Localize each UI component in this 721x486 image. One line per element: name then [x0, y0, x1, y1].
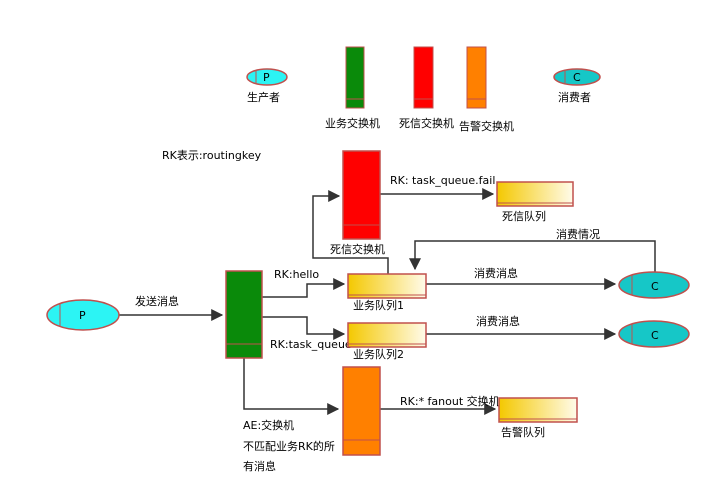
alert-queue-node: 告警队列 [498, 397, 578, 439]
business-queue-2-label: 业务队列2 [353, 347, 404, 361]
edge-rk-task-queue-label: RK:task_queue [270, 338, 352, 351]
legend-business-exchange: 业务交换机 [325, 46, 380, 130]
legend-alert-exchange-shape [466, 46, 487, 109]
consumer-1-shape [618, 271, 690, 299]
consumer-1-symbol: C [651, 280, 659, 293]
legend-alert-exchange-label: 告警交换机 [459, 119, 514, 133]
alert-queue-label: 告警队列 [501, 425, 545, 439]
legend-consumer-label: 消费者 [558, 90, 591, 104]
edge-send-label: 发送消息 [135, 294, 179, 308]
alert-queue-shape [498, 397, 578, 423]
legend-alert-exchange: 告警交换机 [459, 46, 514, 133]
edge-consume-status-label: 消费情况 [556, 227, 600, 241]
consumer-2-node: C [618, 320, 690, 348]
legend-producer-symbol: P [263, 71, 270, 84]
legend-dead-letter-exchange-label: 死信交换机 [399, 116, 454, 130]
alert-exchange-shape [342, 366, 381, 456]
business-queue-2-node: 业务队列2 [347, 322, 427, 361]
edge-alternate-exchange [243, 358, 340, 415]
legend: P 生产者 业务交换机 死信交换机 告警交换机 C 消费者 [246, 46, 601, 133]
dead-letter-exchange-shape [342, 150, 381, 240]
consumer-1-node: C [618, 271, 690, 299]
legend-consumer-symbol: C [573, 71, 581, 84]
producer-symbol: P [79, 309, 86, 322]
business-exchange-node [225, 270, 263, 359]
edge-labels: 发送消息 RK:hello RK:task_queue RK: task_que… [135, 174, 600, 473]
business-queue-1-shape [347, 273, 427, 299]
legend-producer-label: 生产者 [247, 90, 280, 104]
business-queue-2-shape [347, 322, 427, 348]
legend-business-exchange-shape [345, 46, 365, 109]
business-queue-1-node: 业务队列1 [347, 273, 427, 312]
edge-rk-task-queue [262, 316, 346, 340]
edge-rk-task-queue-fail-label: RK: task_queue.fail [390, 174, 495, 187]
legend-producer: P 生产者 [246, 68, 288, 104]
dead-letter-queue-shape [496, 181, 574, 207]
edge-ae-line1: AE:交换机 [243, 418, 294, 432]
edge-ae-line3: 有消息 [243, 459, 276, 473]
consumer-2-symbol: C [651, 329, 659, 342]
dead-letter-queue-node: 死信队列 [496, 181, 574, 223]
legend-business-exchange-label: 业务交换机 [325, 116, 380, 130]
business-exchange-shape [225, 270, 263, 359]
alert-exchange-node [342, 366, 381, 456]
legend-producer-shape [246, 68, 288, 86]
dead-letter-queue-label: 死信队列 [502, 209, 546, 223]
producer-node: P [46, 299, 120, 331]
legend-dead-letter-exchange: 死信交换机 [399, 46, 454, 130]
consumer-2-shape [618, 320, 690, 348]
business-queue-1-label: 业务队列1 [353, 298, 404, 312]
edge-ae-line2: 不匹配业务RK的所 [243, 439, 335, 453]
dead-letter-exchange-node: 死信交换机 [330, 150, 385, 256]
dead-letter-exchange-label: 死信交换机 [330, 242, 385, 256]
edge-rk-hello-label: RK:hello [274, 268, 319, 281]
producer-shape [46, 299, 120, 331]
edge-consume-status [409, 240, 656, 272]
edge-rk-fanout-label: RK:* fanout 交换机 [400, 394, 500, 408]
legend-dead-letter-exchange-shape [413, 46, 434, 109]
edge-rk-hello [262, 278, 346, 298]
rk-note: RK表示:routingkey [162, 148, 262, 162]
legend-consumer: C 消费者 [553, 68, 601, 104]
edge-consume-1-label: 消费消息 [474, 266, 518, 280]
edge-consume-2-label: 消费消息 [476, 314, 520, 328]
edge-dead-letter-loop [312, 190, 389, 274]
edges [119, 188, 656, 415]
